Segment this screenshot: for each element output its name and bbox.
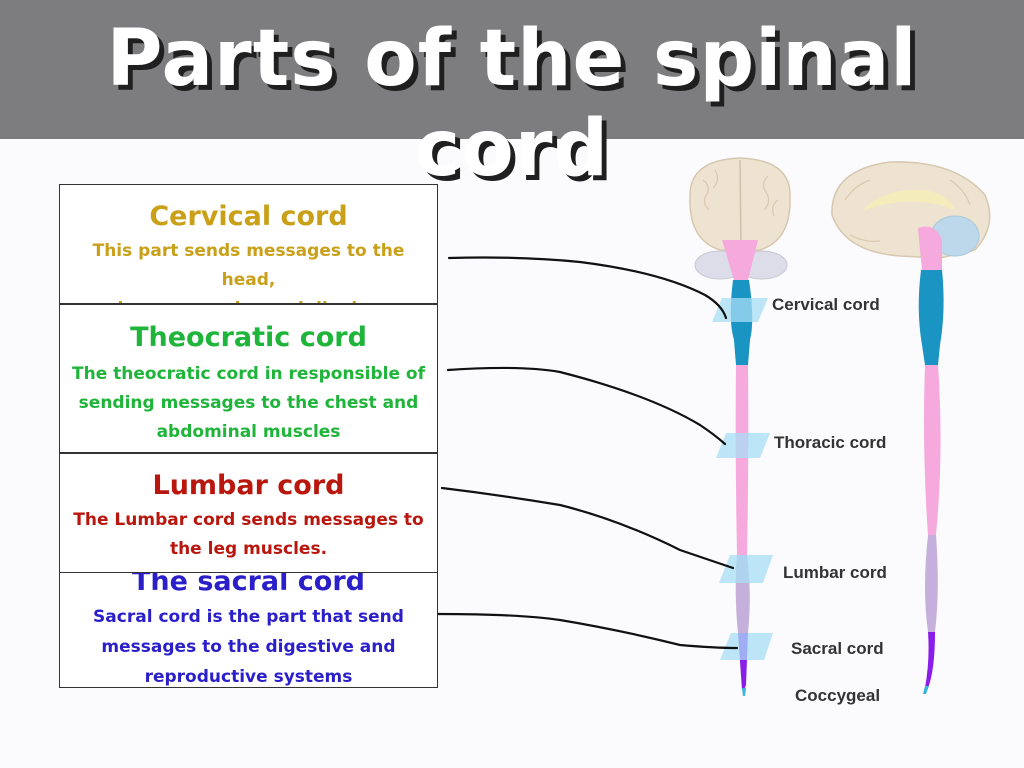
cervical-cord-description: This part sends messages to the head, ne… — [60, 237, 437, 303]
label-lumbar-cord: Lumbar cord — [783, 563, 887, 582]
description-line: abdominal muscles — [156, 422, 341, 442]
connector-cervical — [447, 256, 728, 320]
connector-lines — [436, 256, 739, 650]
sacral-cord-heading: The sacral cord — [131, 572, 366, 597]
connector-thoracic — [446, 366, 727, 446]
description-line: This part sends messages to the head, — [92, 241, 405, 290]
page-title: Parts of the spinal cord — [106, 14, 918, 194]
sacral-cord-box: The sacral cord Sacral cord is the part … — [59, 572, 438, 688]
theocratic-cord-box: Theocratic cord The theocratic cord in r… — [59, 304, 438, 453]
brain-sagittal-view — [831, 161, 991, 270]
theocratic-cord-heading: Theocratic cord — [130, 322, 367, 353]
cervical-cord-heading: Cervical cord — [149, 201, 348, 232]
spinal-cord-sagittal — [918, 270, 944, 694]
description-line: messages to the digestive and — [101, 637, 396, 657]
label-coccygeal: Coccygeal — [795, 686, 881, 705]
description-line: reproductive systems — [144, 667, 353, 687]
label-sacral-cord: Sacral cord — [791, 639, 884, 658]
label-cervical-cord: Cervical cord — [772, 295, 880, 314]
cervical-cord-box: Cervical cord This part sends messages t… — [59, 184, 438, 304]
connector-lumbar — [440, 486, 735, 570]
title-bar: Parts of the spinal cord — [0, 0, 1024, 194]
description-line: The theocratic cord in responsible of — [72, 364, 425, 384]
lumbar-cord-description: The Lumbar cord sends messages to the le… — [60, 506, 437, 564]
connector-sacral — [436, 612, 739, 650]
description-line: the leg muscles. — [169, 539, 328, 559]
spinal-cord-posterior — [730, 280, 753, 696]
description-line: sending messages to the chest and — [78, 393, 419, 413]
theocratic-cord-description: The theocratic cord in responsible of se… — [60, 360, 437, 447]
sacral-cord-description: Sacral cord is the part that send messag… — [60, 602, 437, 687]
description-line: Sacral cord is the part that send — [93, 607, 404, 627]
brain-posterior-view — [689, 157, 791, 280]
label-thoracic-cord: Thoracic cord — [774, 433, 887, 452]
lumbar-cord-heading: Lumbar cord — [152, 470, 345, 501]
lumbar-cord-box: Lumbar cord The Lumbar cord sends messag… — [59, 453, 438, 573]
description-line: neck, arm muscles and diaphragm — [66, 295, 431, 303]
description-line: The Lumbar cord sends messages to — [73, 510, 424, 530]
